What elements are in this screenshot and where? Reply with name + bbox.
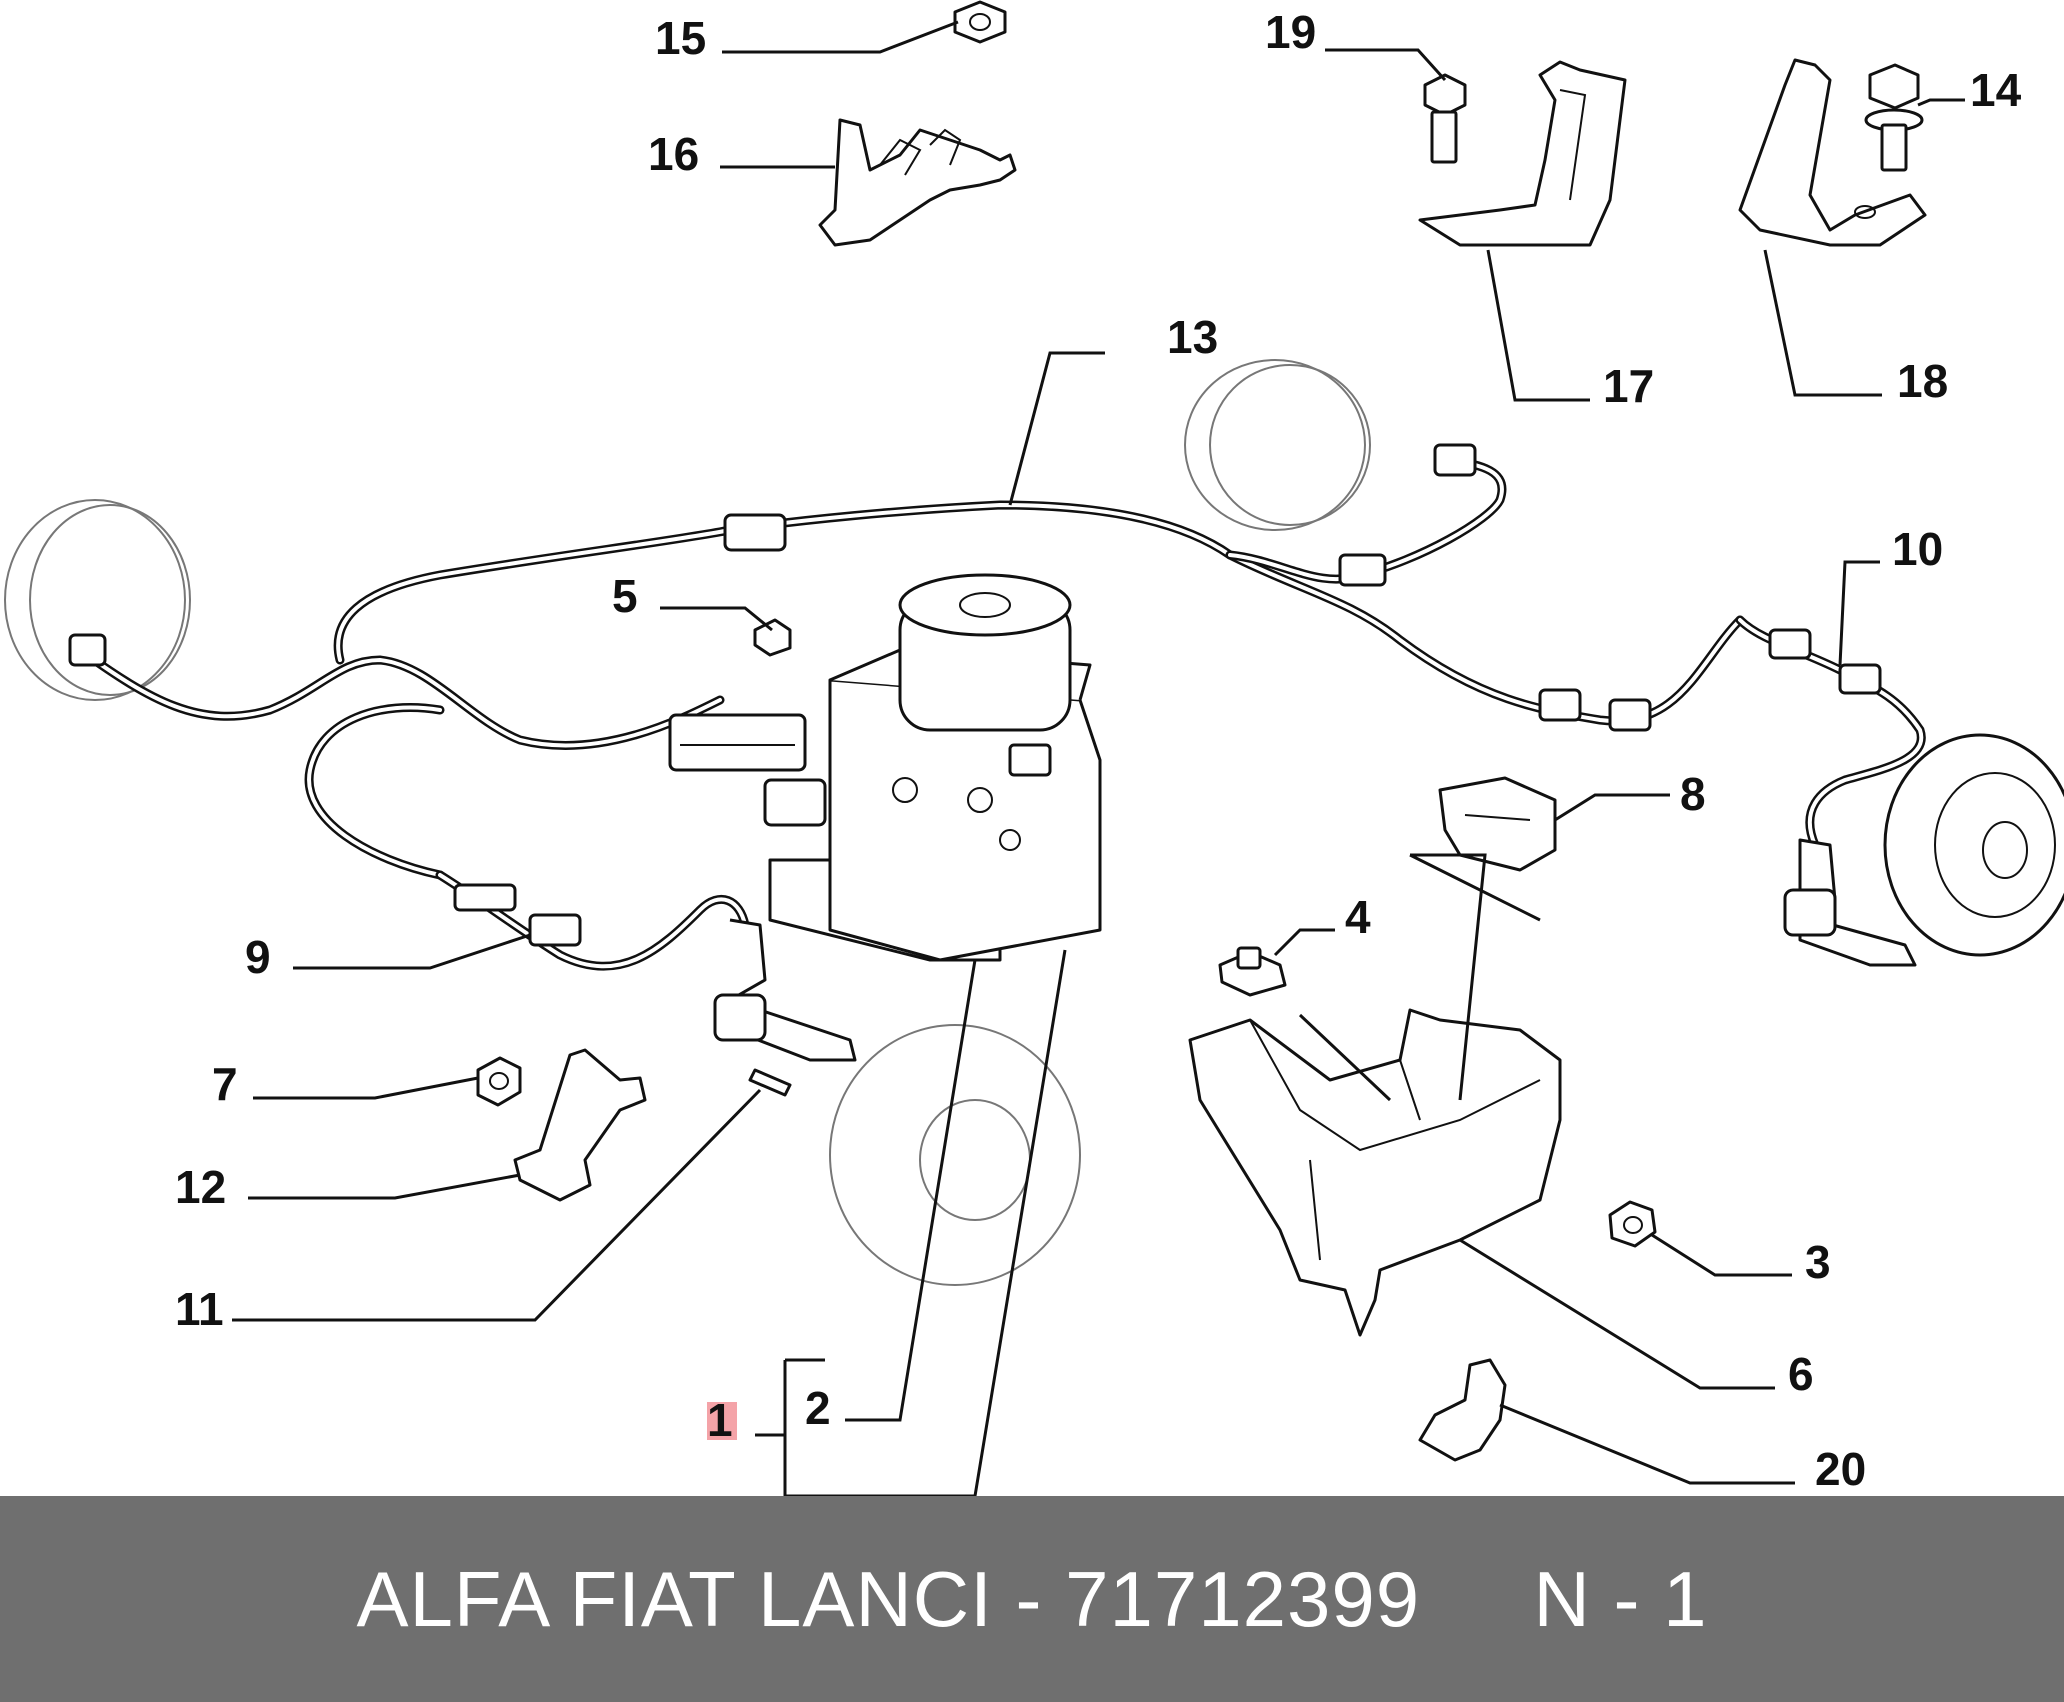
part-10-wheel-sensor-right (1735, 615, 1926, 967)
callout-10[interactable]: 10 (1892, 523, 1943, 575)
callout-13[interactable]: 13 (1167, 311, 1218, 363)
part-19-bolt (1423, 73, 1467, 164)
callout-20[interactable]: 20 (1815, 1443, 1866, 1495)
callout-3[interactable]: 3 (1805, 1236, 1831, 1288)
front-left-disc-outline (4, 499, 191, 701)
part-8-connector (1438, 776, 1557, 872)
callout-8[interactable]: 8 (1680, 768, 1706, 820)
part-15-nut (953, 0, 1007, 44)
callout-15[interactable]: 15 (655, 12, 706, 64)
part-7-nut (476, 1056, 522, 1107)
callout-5[interactable]: 5 (612, 570, 638, 622)
part-6-mounting-bracket (1188, 1008, 1562, 1337)
part-18-bracket (1738, 58, 1927, 247)
abs-parts-diagram: 1 2 3 4 5 6 7 8 9 10 11 12 13 14 15 16 1… (4, 0, 2064, 1496)
callout-19[interactable]: 19 (1265, 6, 1316, 58)
footer-part-number: ALFA FIAT LANCI - 71712399 N - 1 (356, 1554, 1708, 1643)
callout-2[interactable]: 2 (805, 1382, 831, 1434)
callout-16[interactable]: 16 (648, 128, 699, 180)
part-12-bracket (513, 1048, 647, 1202)
callout-14[interactable]: 14 (1970, 64, 2022, 116)
callout-11[interactable]: 11 (175, 1283, 224, 1335)
part-9-wheel-sensor-left (435, 870, 857, 1062)
callout-12[interactable]: 12 (175, 1161, 226, 1213)
leader-lines (232, 20, 1965, 1496)
part-3-nut (1608, 1200, 1657, 1248)
callout-1[interactable]: 1 (707, 1394, 733, 1446)
rear-right-drum (1883, 733, 2064, 957)
part-17-bracket (1418, 60, 1627, 247)
part-1-highlight (707, 1402, 737, 1440)
callout-4[interactable]: 4 (1345, 891, 1371, 943)
callout-17[interactable]: 17 (1603, 360, 1654, 412)
callout-9[interactable]: 9 (245, 931, 271, 983)
callout-6[interactable]: 6 (1788, 1348, 1814, 1400)
callout-7[interactable]: 7 (212, 1058, 238, 1110)
part-16-clip-bracket (818, 118, 1017, 247)
wiring-harness (68, 443, 1745, 880)
part-4-stud (1218, 946, 1287, 997)
callout-18[interactable]: 18 (1897, 355, 1948, 407)
part-14-bolt (1864, 63, 1924, 172)
part-5-nut (753, 618, 792, 657)
abs-hydraulic-unit (668, 573, 1102, 962)
front-right-disc-outline (1184, 359, 1371, 531)
center-disc-outline (829, 1024, 1081, 1286)
footer-banner: ALFA FIAT LANCI - 71712399 N - 1 (0, 1496, 2064, 1702)
part-11-screw (748, 1068, 792, 1097)
part-20-clip (1418, 1358, 1507, 1462)
